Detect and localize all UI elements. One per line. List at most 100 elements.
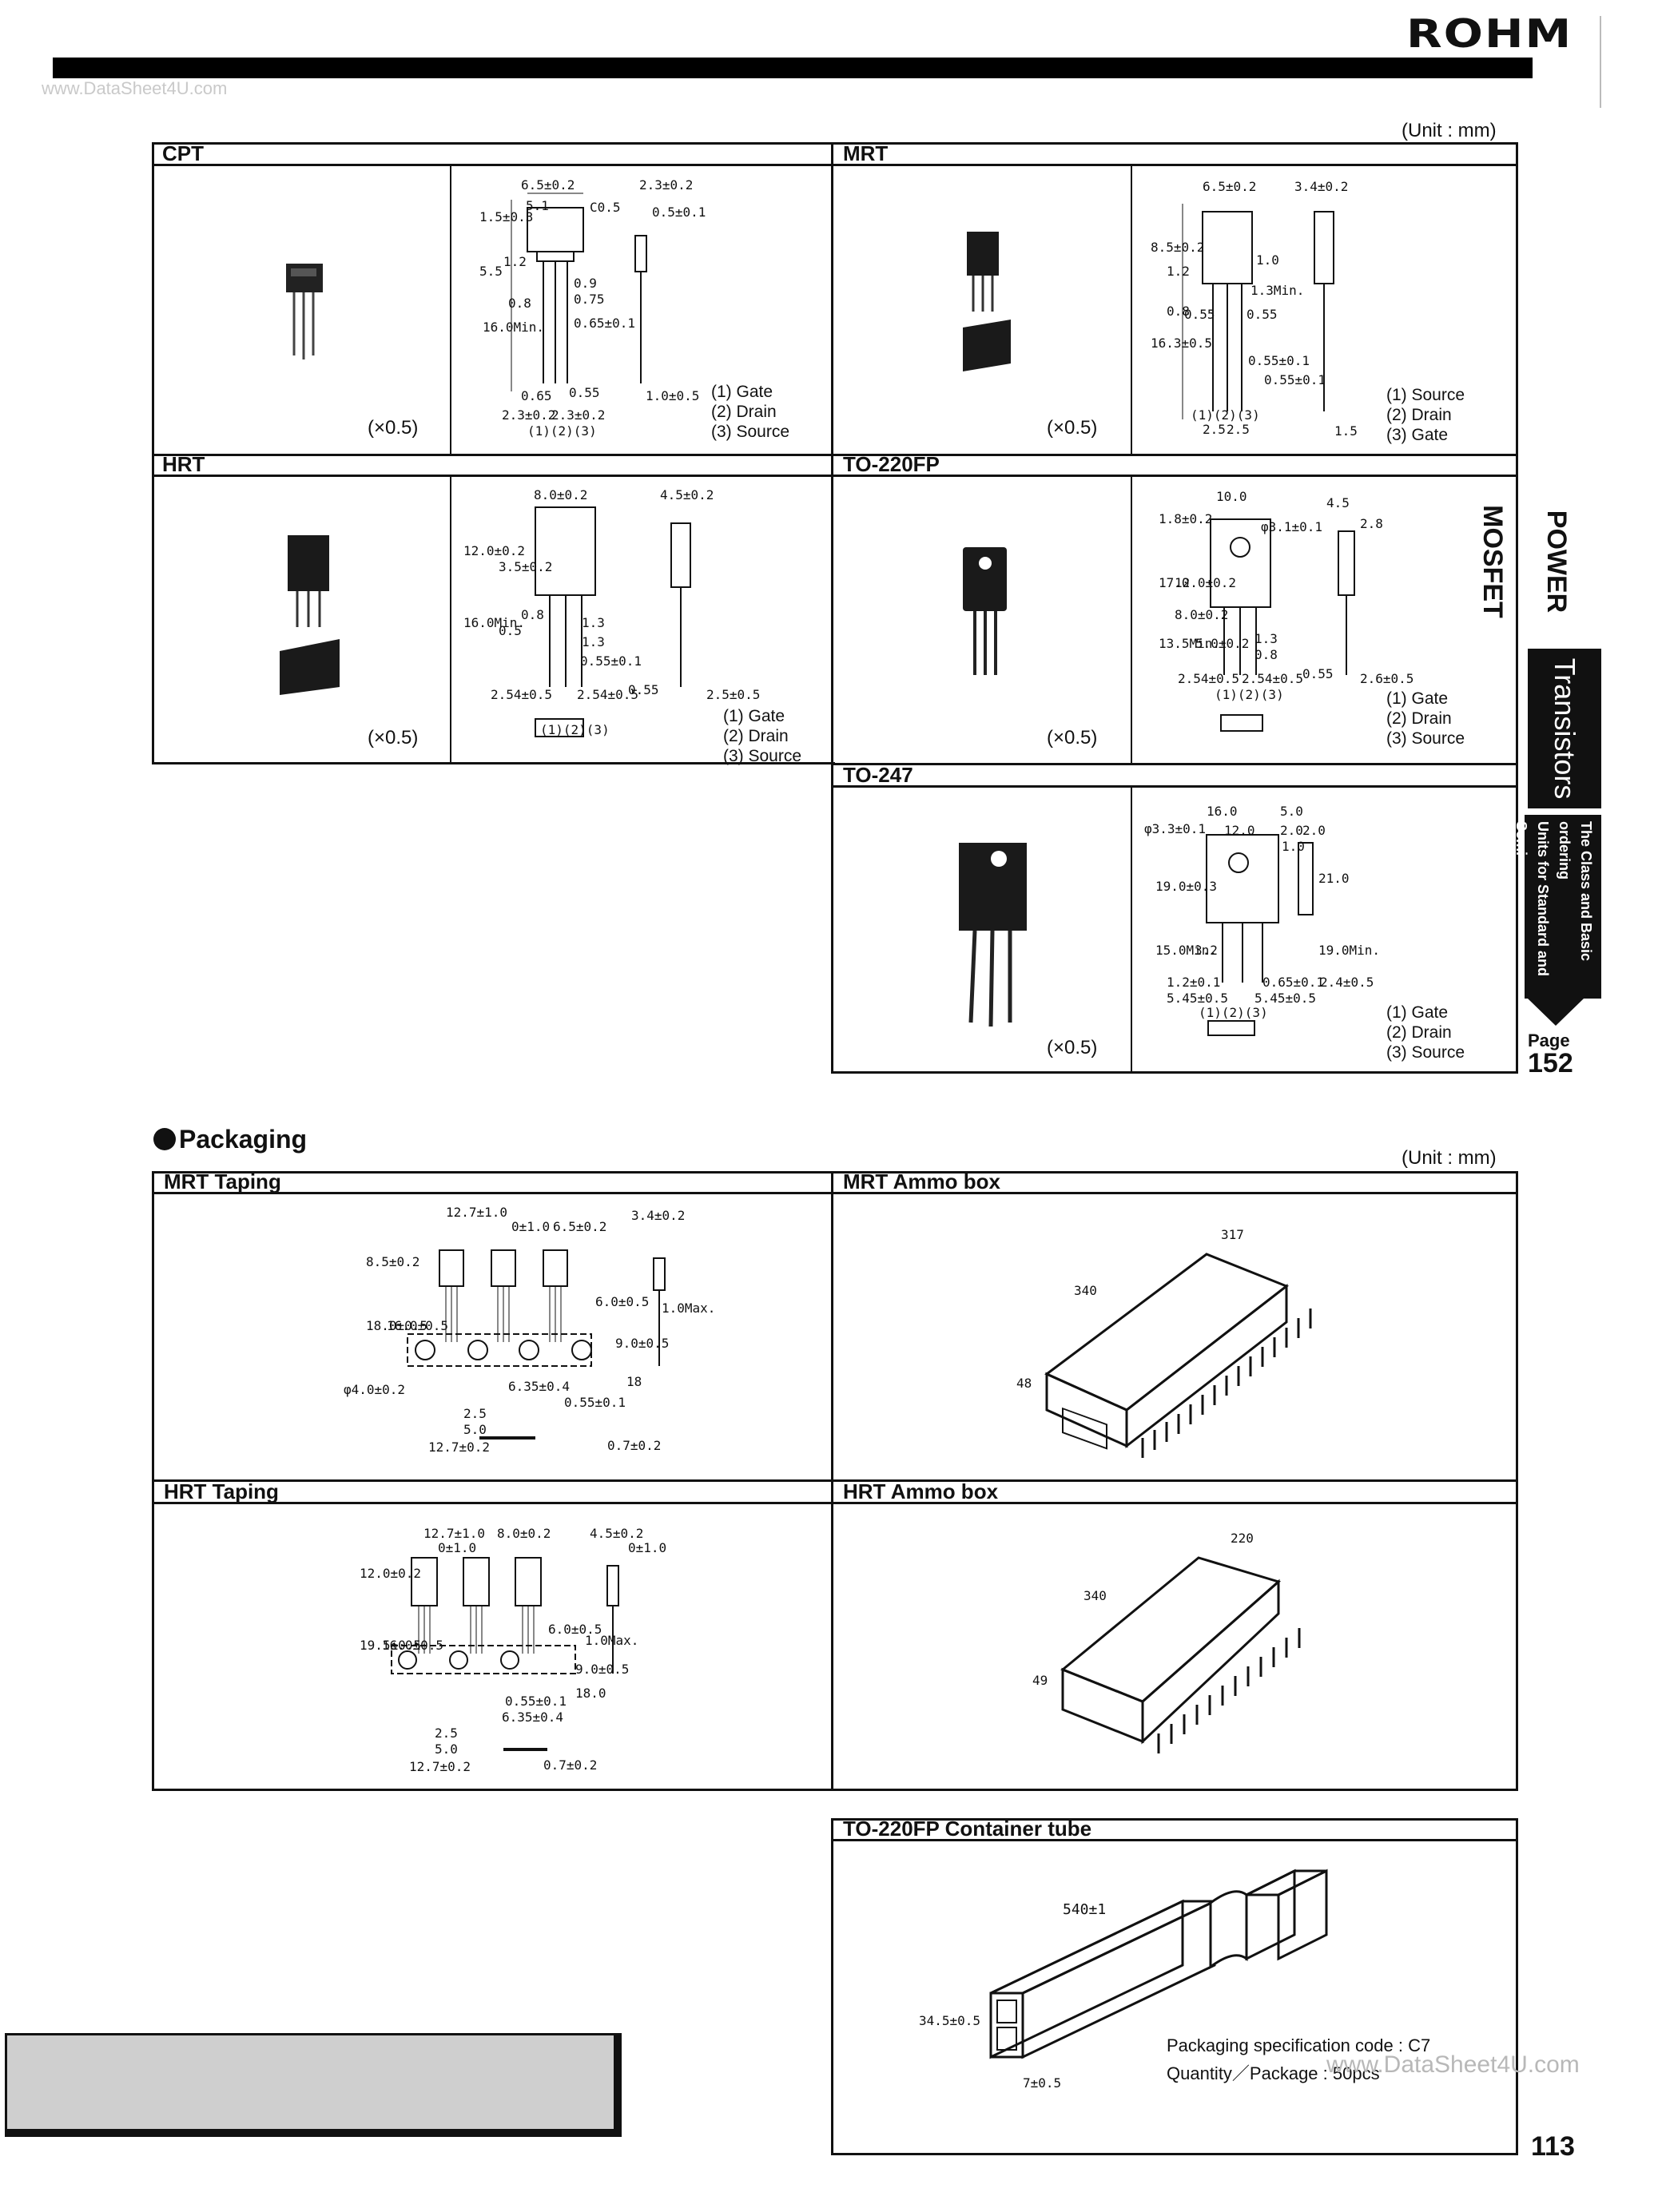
sidebar-arrow-icon <box>1528 999 1584 1026</box>
to247-dim: (1)(2)(3) <box>1199 1005 1268 1020</box>
bullet-icon <box>153 1128 176 1150</box>
mrt-taping-dim: 0.7±0.2 <box>607 1438 662 1453</box>
to220fp-pin-list: (1) Gate (2) Drain (3) Source <box>1386 689 1465 749</box>
to247-dim: 16.0 <box>1207 804 1238 819</box>
mrt-dim: 0.8 <box>1167 304 1190 319</box>
cpt-dim: 2.3±0.2 <box>639 177 694 193</box>
mrt-taping-title: MRT Taping <box>164 1170 281 1193</box>
cpt-dimension-drawing <box>511 193 647 391</box>
hrt-dim: 2.5±0.5 <box>706 687 761 702</box>
cpt-dim: 0.8 <box>508 296 531 311</box>
mrt-dim: 1.3Min. <box>1250 283 1305 298</box>
mrt-dim: 0.55 <box>1184 307 1215 322</box>
hrt-taping-dim: 12.7±1.0 <box>423 1526 486 1541</box>
cpt-dim: 0.55 <box>569 385 600 400</box>
mrt-taping-dim: 0±1.0 <box>511 1219 551 1234</box>
mrt-dim: 1.2 <box>1167 264 1190 279</box>
to220fp-dim: (1)(2)(3) <box>1215 687 1284 702</box>
mrt-taping-dim: 6.35±0.4 <box>508 1379 571 1394</box>
cpt-dim: 16.0Min. <box>483 320 545 335</box>
pin-label: (2) Drain <box>723 727 789 745</box>
cpt-dim: 1.0±0.5 <box>646 388 700 403</box>
to247-pin-list: (1) Gate (2) Drain (3) Source <box>1386 1003 1465 1062</box>
hrt-taping-dim: 6.35±0.4 <box>502 1710 564 1725</box>
hrt-dim: 12.0±0.2 <box>463 543 526 558</box>
hrt-dim: 8.0±0.2 <box>534 487 588 502</box>
mrt-taping-dim: 9.0±0.5 <box>615 1336 670 1351</box>
hrt-taping-dim: 2.5 <box>435 1726 458 1741</box>
mrt-title: MRT <box>843 141 889 165</box>
to247-dim: 5.0 <box>1280 804 1303 819</box>
mrt-taping-dim: 12.7±0.2 <box>428 1440 491 1455</box>
tube-drawing <box>989 1868 1328 2059</box>
mrt-dim: 0.55±0.1 <box>1264 372 1326 387</box>
mrt-taping-dim: φ4.0±0.2 <box>344 1382 406 1397</box>
mrt-taping-dim: 6.0±0.5 <box>595 1294 650 1309</box>
cpt-photo <box>286 264 323 359</box>
hrt-taping-drawing <box>391 1557 619 1751</box>
pin-label: (3) Source <box>711 423 790 441</box>
page-ref-link[interactable]: 152 <box>1528 1048 1573 1078</box>
mrt-dim: 2.5 <box>1227 422 1250 437</box>
hrt-ammo-box-drawing <box>1060 1556 1301 1753</box>
cpt-pin-list: (1) Gate (2) Drain (3) Source <box>711 382 789 442</box>
top-watermark: www.DataSheet4U.com <box>42 78 228 98</box>
to220fp-dim: 4.5 <box>1326 495 1350 510</box>
cpt-dim: 0.65 <box>521 388 552 403</box>
mrt-ammo-dim: 48 <box>1016 1376 1032 1391</box>
unit-label-packaging: (Unit : mm) <box>1402 1147 1497 1169</box>
mrt-dim: (1)(2)(3) <box>1191 407 1260 423</box>
pin-label: (2) Drain <box>1386 1023 1452 1042</box>
mrt-dim: 6.5±0.2 <box>1203 179 1257 194</box>
tube-dim: 34.5±0.5 <box>919 2013 981 2028</box>
hrt-dim: 3.5±0.2 <box>499 559 553 574</box>
cpt-title: CPT <box>162 141 204 165</box>
pin-label: (1) Gate <box>723 707 785 725</box>
mrt-dim: 16.3±0.5 <box>1151 336 1213 351</box>
hrt-taping-title: HRT Taping <box>164 1479 279 1503</box>
header-rule <box>53 58 1533 78</box>
sidebar-power-mosfet: POWER MOSFET <box>1477 505 1572 618</box>
hrt-taping-dim: 9.0±0.5 <box>575 1662 630 1677</box>
hrt-ammo-title: HRT Ammo box <box>843 1479 999 1503</box>
mrt-taping-dim: 3.4±0.2 <box>631 1208 686 1223</box>
hrt-title: HRT <box>162 452 205 476</box>
cpt-dim: 6.5±0.2 <box>521 177 575 193</box>
cpt-dim: (1)(2)(3) <box>527 423 597 439</box>
pin-label: (1) Gate <box>1386 1003 1449 1022</box>
mrt-ammo-dim: 317 <box>1221 1227 1244 1242</box>
hrt-dim: 0.55 <box>628 682 659 697</box>
hrt-dim: 1.3 <box>582 634 605 649</box>
to247-dim: 0.65±0.1 <box>1262 975 1325 990</box>
to247-dim: 1.0 <box>1282 839 1305 854</box>
pin-label: (3) Source <box>723 747 802 765</box>
mrt-taping-dim: 5.0 <box>463 1422 487 1437</box>
hrt-pin-list: (1) Gate (2) Drain (3) Source <box>723 706 801 766</box>
pin-label: (1) Gate <box>711 383 773 401</box>
tube-dim: 7±0.5 <box>1023 2075 1062 2091</box>
mrt-dim: 8.5±0.2 <box>1151 240 1205 255</box>
mrt-taping-dim: 2.5 <box>463 1406 487 1421</box>
hrt-taping-dim: 5.0 <box>435 1741 458 1757</box>
cpt-dim: C0.5 <box>590 200 621 215</box>
to220fp-dim: 17.0 <box>1159 575 1190 590</box>
sidebar-transistors-tab: Transistors <box>1528 649 1601 808</box>
tube-frame <box>831 1818 1518 2155</box>
page-edge-mark <box>1600 16 1601 108</box>
cpt-dim: 5.5 <box>479 264 503 279</box>
tube-dim: 540±1 <box>1063 1901 1107 1918</box>
to220fp-dimension-drawing <box>1210 518 1355 732</box>
pin-label: (1) Source <box>1386 386 1465 404</box>
packaging-spec-code: Packaging specification code : C7 <box>1167 2035 1431 2055</box>
mrt-ammo-title: MRT Ammo box <box>843 1170 1000 1193</box>
cpt-dim: 1.2 <box>503 254 527 269</box>
to247-photo <box>959 843 1027 1027</box>
page-number: 113 <box>1531 2131 1575 2162</box>
package-outline-grid <box>152 142 1518 764</box>
page-ref-word: Page <box>1528 1031 1570 1050</box>
mrt-taping-dim: 1.0Max. <box>662 1301 716 1316</box>
mrt-dimension-drawing <box>1182 204 1334 419</box>
pin-label: (1) Gate <box>1386 689 1449 708</box>
mrt-taping-dim: 6.5±0.2 <box>553 1219 607 1234</box>
mrt-dim: 1.0 <box>1256 252 1279 268</box>
